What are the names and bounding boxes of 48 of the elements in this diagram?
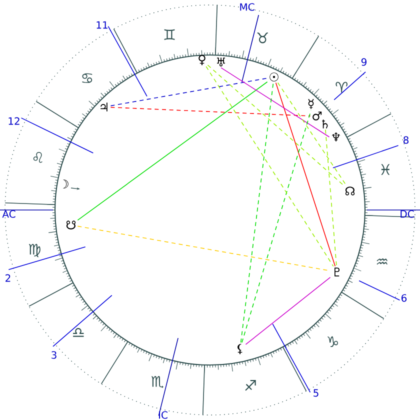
aspect-line bbox=[245, 276, 331, 345]
planet-symbol: ♅ bbox=[217, 58, 225, 66]
zodiac-sign: ♋ bbox=[82, 73, 92, 83]
planet-symbol: ♄ bbox=[322, 120, 328, 128]
zodiac-sign: ♒ bbox=[376, 258, 388, 265]
angle-label: MC bbox=[240, 3, 254, 11]
planet-symbol: ☿ bbox=[308, 99, 314, 109]
aspect-line bbox=[325, 129, 337, 267]
house-number: 5 bbox=[314, 389, 318, 397]
zodiac-sign: ♊ bbox=[164, 29, 175, 40]
zodiac-sign: ♐ bbox=[245, 380, 256, 391]
planet-symbol: ♇ bbox=[334, 268, 340, 276]
angle-label: IC bbox=[159, 411, 168, 419]
planet-symbol: ☋ bbox=[66, 220, 76, 230]
aspect-line bbox=[110, 78, 268, 106]
aspect-line bbox=[275, 82, 336, 267]
zodiac-sign: ♍ bbox=[28, 244, 40, 258]
aspect-line bbox=[77, 81, 268, 221]
zodiac-sign: ♓ bbox=[381, 164, 390, 175]
aspect-line bbox=[277, 82, 347, 186]
zodiac-sign: ♎ bbox=[73, 328, 84, 337]
planet-symbol: ☽ bbox=[62, 180, 68, 188]
aspect-line bbox=[207, 64, 344, 186]
house-number: 6 bbox=[402, 294, 407, 302]
aspect-line bbox=[206, 66, 334, 267]
aspect-line bbox=[220, 67, 330, 138]
planet-symbol: ☊ bbox=[345, 186, 355, 196]
zodiac-sign: ♉ bbox=[257, 32, 268, 44]
zodiac-sign: ♈ bbox=[336, 82, 348, 93]
planet-symbol: ⚸ bbox=[238, 344, 242, 354]
aspect-line bbox=[240, 82, 274, 343]
aspect-line bbox=[110, 106, 311, 116]
planet-symbol: ♃ bbox=[100, 102, 108, 112]
house-number: 9 bbox=[361, 58, 366, 66]
planet-symbol: ♆ bbox=[332, 132, 340, 142]
angle-label: AC bbox=[2, 210, 16, 218]
planet-symbol: ♀ bbox=[198, 54, 206, 66]
angle-label: DC bbox=[400, 210, 414, 218]
house-number: 8 bbox=[404, 136, 408, 144]
zodiac-sign: ♑ bbox=[328, 336, 338, 347]
zodiac-sign: ♌ bbox=[33, 152, 42, 163]
zodiac-sign: ♏ bbox=[151, 376, 164, 388]
house-number: 2 bbox=[6, 274, 10, 282]
house-number: 3 bbox=[52, 351, 56, 359]
house-number: 11 bbox=[96, 21, 108, 29]
planet-symbol: ☉ bbox=[270, 72, 278, 82]
house-number: 12 bbox=[8, 117, 20, 125]
planet-symbol: ♂ bbox=[312, 112, 322, 120]
